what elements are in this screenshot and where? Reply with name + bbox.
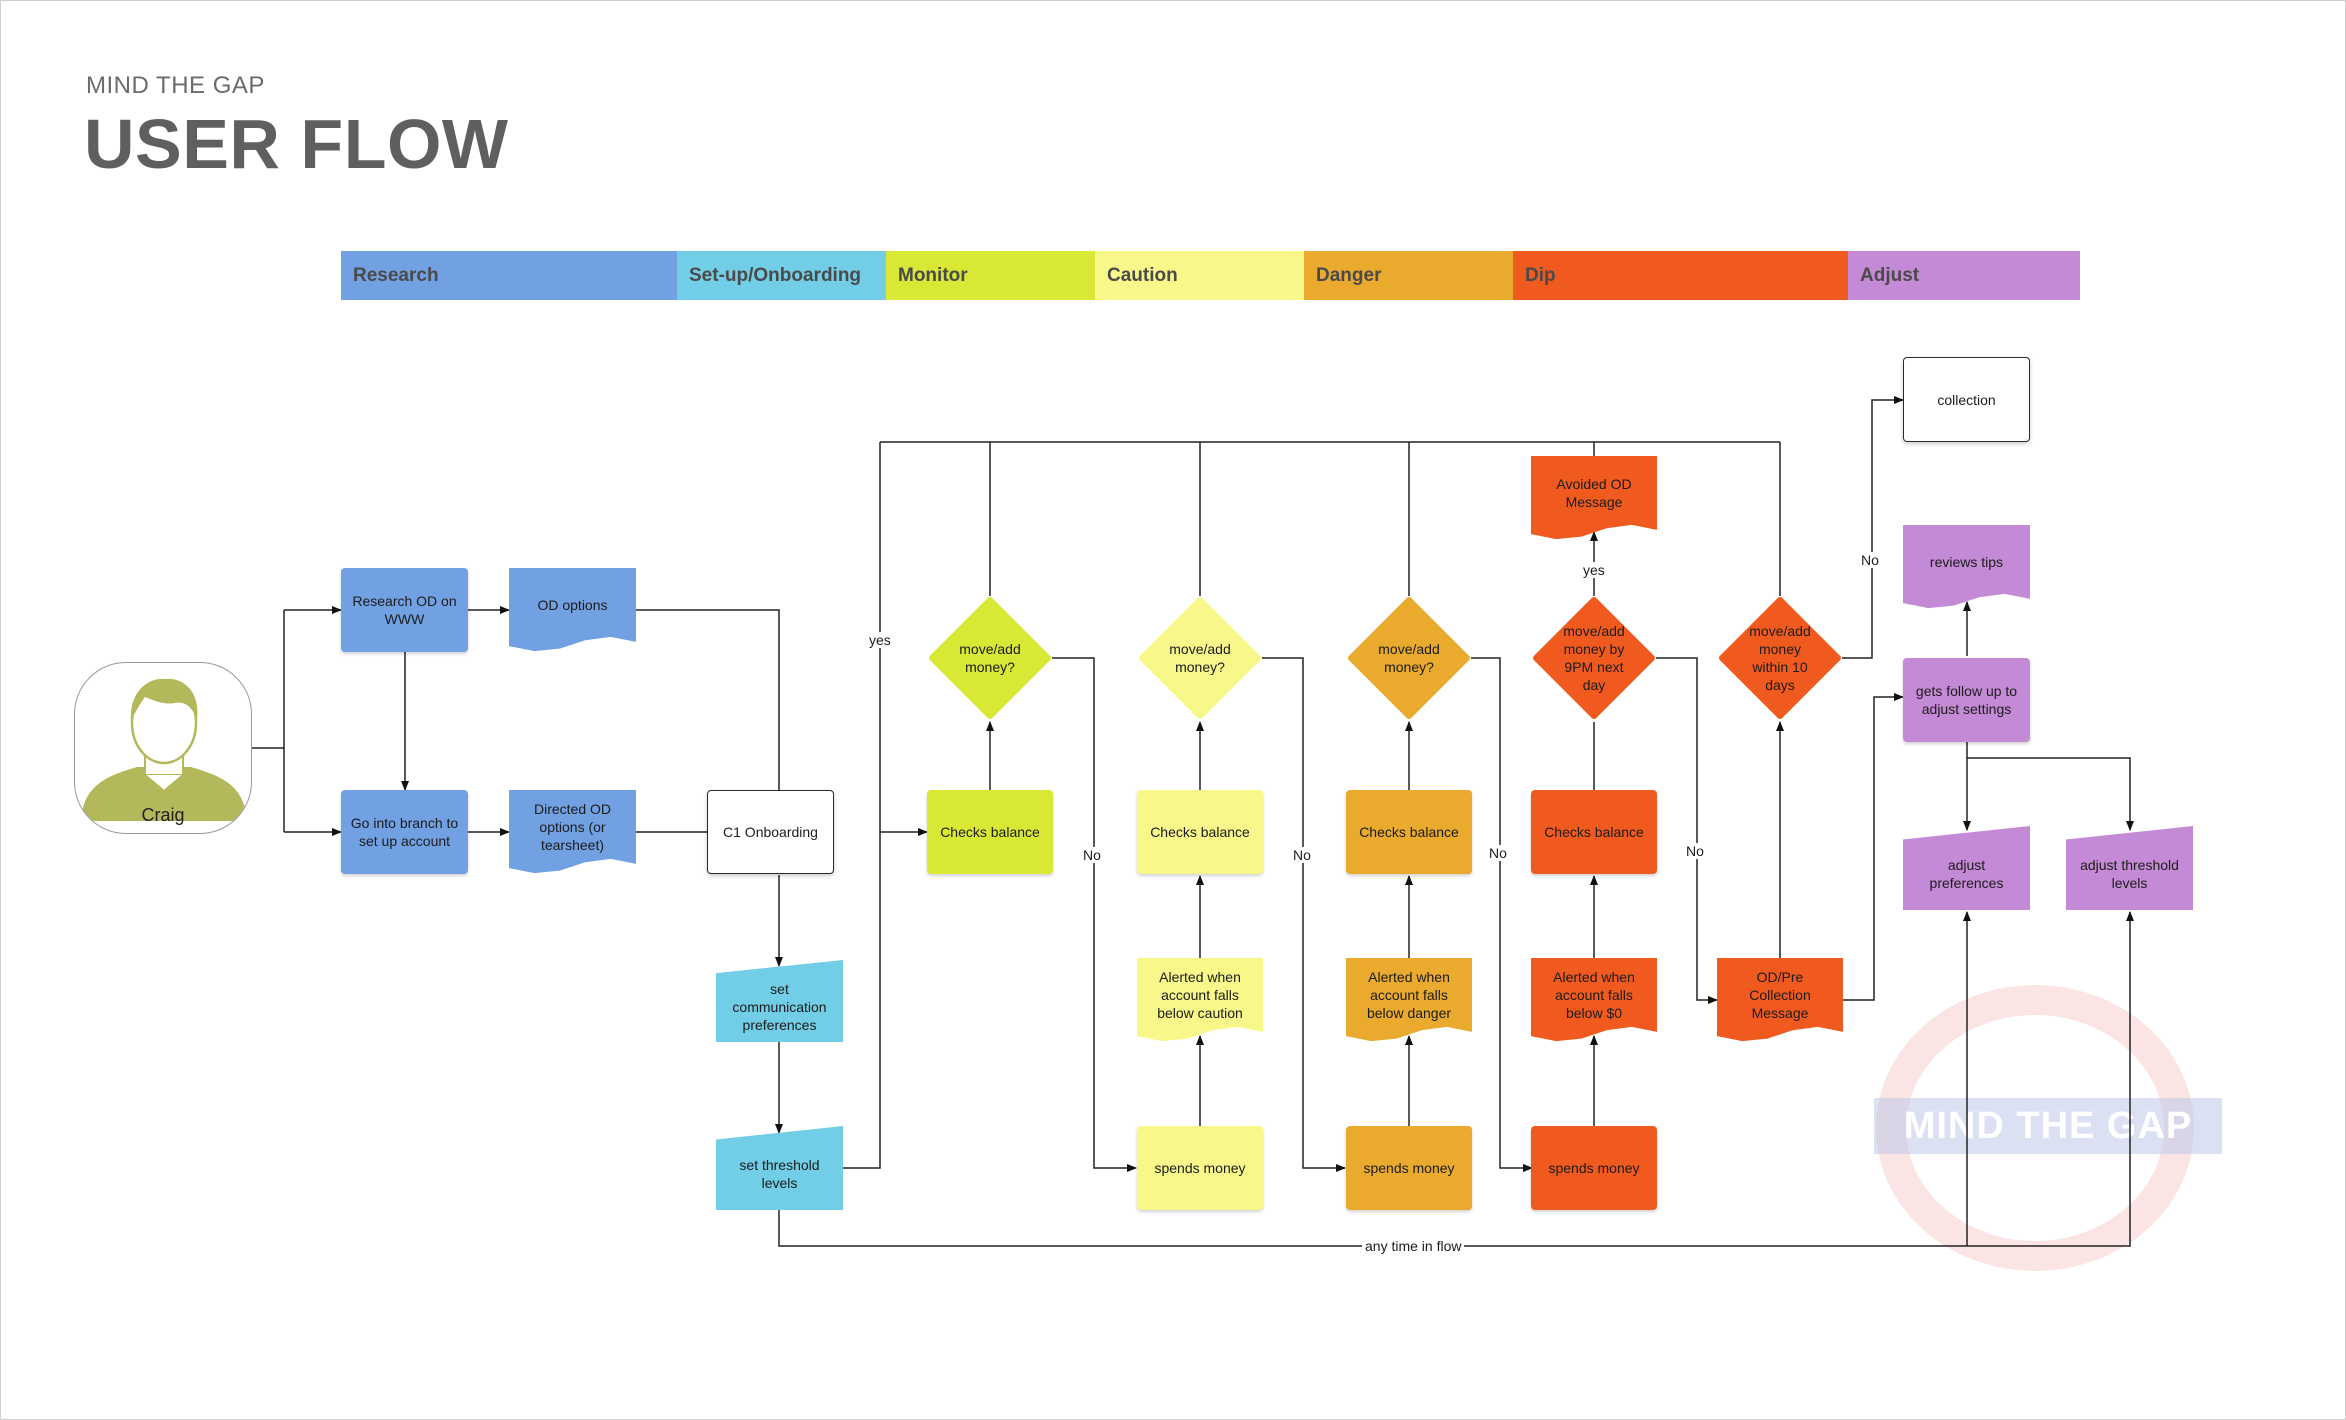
decision-move-money-10-days: move/add money within 10 days	[1717, 595, 1843, 721]
alert-below-zero-doc: Alerted when account falls below $0	[1531, 958, 1657, 1042]
phase-research: Research	[341, 251, 677, 300]
user-avatar-icon	[81, 678, 247, 821]
edge-label-no-9pm: No	[1683, 843, 1707, 859]
persona-name: Craig	[141, 805, 185, 825]
phase-setup-onboarding: Set-up/Onboarding	[677, 251, 886, 300]
phase-monitor: Monitor	[886, 251, 1095, 300]
c1-onboarding: C1 Onboarding	[707, 790, 834, 874]
od-pre-collection-message-doc: OD/Pre Collection Message	[1717, 958, 1843, 1042]
spends-money-danger: spends money	[1346, 1126, 1472, 1210]
follow-up-adjust-settings: gets follow up to adjust settings	[1903, 658, 2030, 742]
phase-dip: Dip	[1513, 251, 1848, 300]
decision-text: move/add money by 9PM next day	[1563, 623, 1625, 693]
edge-label-yes-avoided: yes	[1580, 562, 1608, 578]
spends-money-caution: spends money	[1137, 1126, 1263, 1210]
decision-text: move/add money within 10 days	[1749, 623, 1811, 693]
adjust-threshold-levels: adjust threshold levels	[2066, 826, 2193, 910]
page-title: USER FLOW	[84, 105, 509, 183]
go-into-branch: Go into branch to set up account	[341, 790, 468, 874]
edge-label-any-time-in-flow: any time in flow	[1362, 1238, 1465, 1254]
research-od-www: Research OD on WWW	[341, 568, 468, 652]
watermark-text: MIND THE GAP	[1874, 1098, 2222, 1154]
decision-text: move/add money?	[1169, 641, 1231, 675]
set-threshold-levels: set threshold levels	[716, 1126, 843, 1210]
decision-move-money-danger: move/add money?	[1346, 595, 1472, 721]
phase-adjust: Adjust	[1848, 251, 2080, 300]
checks-balance-monitor: Checks balance	[927, 790, 1053, 874]
spends-money-dip: spends money	[1531, 1126, 1657, 1210]
edge-label-no-caution: No	[1290, 847, 1314, 863]
reviews-tips-doc: reviews tips	[1903, 525, 2030, 609]
decision-move-money-caution: move/add money?	[1137, 595, 1263, 721]
decision-text: move/add money?	[959, 641, 1021, 675]
edge-label-yes-loop: yes	[866, 632, 894, 648]
edge-label-no-10-days: No	[1858, 552, 1882, 568]
checks-balance-danger: Checks balance	[1346, 790, 1472, 874]
alert-below-caution-doc: Alerted when account falls below caution	[1137, 958, 1263, 1042]
avoided-od-message-doc: Avoided OD Message	[1531, 456, 1657, 540]
directed-od-options-doc: Directed OD options (or tearsheet)	[509, 790, 636, 874]
decision-text: move/add money?	[1378, 641, 1440, 675]
set-communication-preferences: set communication preferences	[716, 960, 843, 1042]
od-options-doc: OD options	[509, 568, 636, 652]
edge-label-no-danger: No	[1486, 845, 1510, 861]
alert-below-danger-doc: Alerted when account falls below danger	[1346, 958, 1472, 1042]
collection: collection	[1903, 357, 2030, 442]
decision-move-money-monitor: move/add money?	[927, 595, 1053, 721]
edge-label-no-monitor: No	[1080, 847, 1104, 863]
adjust-preferences: adjust preferences	[1903, 826, 2030, 910]
checks-balance-caution: Checks balance	[1137, 790, 1263, 874]
decision-move-money-9pm: move/add money by 9PM next day	[1531, 595, 1657, 721]
checks-balance-dip: Checks balance	[1531, 790, 1657, 874]
page-subtitle: MIND THE GAP	[86, 72, 265, 99]
phase-danger: Danger	[1304, 251, 1513, 300]
persona-card: Craig	[74, 662, 252, 834]
phase-caution: Caution	[1095, 251, 1304, 300]
